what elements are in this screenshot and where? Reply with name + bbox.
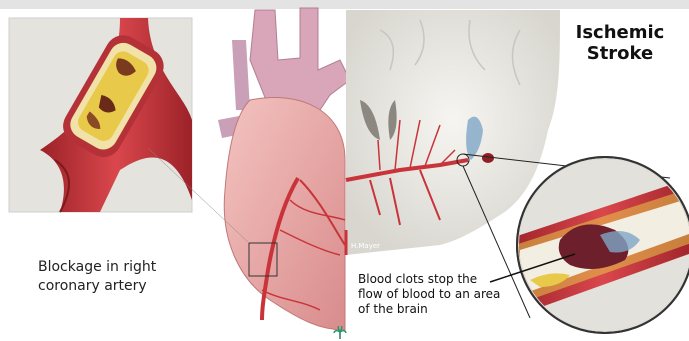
right-caption-line1: Blood clots stop the <box>358 272 508 287</box>
right-caption-line3: of the brain <box>358 302 508 317</box>
left-caption-line2: coronary artery <box>38 277 208 296</box>
coronary-artery-inset <box>9 18 192 212</box>
title-line1: Ischemic <box>560 22 680 43</box>
diagram-title: Ischemic Stroke <box>560 22 680 64</box>
left-caption: Blockage in right coronary artery <box>38 258 208 296</box>
right-caption: Blood clots stop the flow of blood to an… <box>358 272 508 317</box>
title-line2: Stroke <box>560 43 680 64</box>
right-caption-line2: flow of blood to an area <box>358 287 508 302</box>
left-caption-line1: Blockage in right <box>38 258 208 277</box>
artist-signature: H.Mayer <box>351 242 380 250</box>
clot-magnified-view <box>505 157 689 340</box>
palm-logo-icon <box>333 326 347 340</box>
